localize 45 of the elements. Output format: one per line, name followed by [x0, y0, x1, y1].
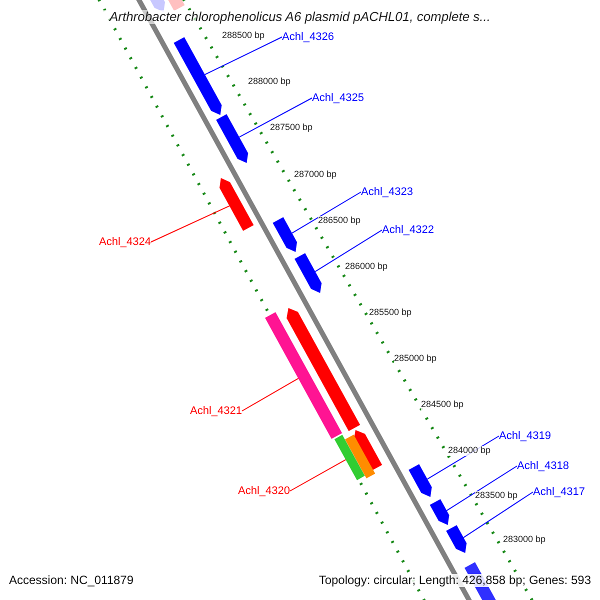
- scale-label: 284000 bp: [448, 446, 491, 456]
- summary-text: Topology: circular; Length: 426,858 bp; Genes: 593: [318, 574, 591, 588]
- gene-label: Achl_4325: [312, 92, 364, 104]
- gene-label: Achl_4319: [499, 430, 551, 442]
- scale-label: 283000 bp: [503, 535, 546, 545]
- gene-label: Achl_4321: [190, 405, 242, 418]
- scale-label: 287000 bp: [294, 170, 337, 180]
- leader-line: [290, 459, 346, 492]
- gene-block: [294, 253, 322, 293]
- gene-block: [334, 434, 365, 480]
- leader-line: [242, 378, 299, 412]
- gene-label: Achl_4320: [238, 485, 290, 498]
- scale-label: 288500 bp: [222, 31, 265, 41]
- scale-label: 285500 bp: [369, 308, 412, 318]
- gene-label: Achl_4324: [99, 236, 151, 248]
- gene-label: Achl_4326: [282, 31, 334, 44]
- leader-line: [204, 36, 282, 76]
- scale-label: 288000 bp: [248, 77, 291, 87]
- leader-line: [314, 230, 382, 272]
- gene-block: [216, 114, 248, 163]
- gene-block: [265, 312, 342, 439]
- gene-label: Achl_4317: [533, 486, 585, 498]
- gene-block: [220, 178, 254, 231]
- gene-block: [408, 464, 432, 497]
- leader-line: [446, 466, 518, 512]
- scale-label: 284500 bp: [421, 400, 464, 410]
- gene-block: [286, 308, 360, 432]
- scale-label: 283500 bp: [475, 491, 518, 501]
- leader-line: [150, 205, 230, 242]
- gene-label: Achl_4318: [517, 460, 569, 472]
- leader-line: [292, 192, 362, 234]
- leader-line: [463, 492, 534, 538]
- scale-label: 286000 bp: [345, 262, 388, 272]
- gene-block: [430, 499, 450, 525]
- leader-line: [238, 98, 312, 138]
- gene-block: [345, 434, 376, 478]
- gene-label: Achl_4322: [382, 224, 434, 236]
- gene-block: [174, 37, 222, 115]
- scale-label: 285000 bp: [394, 354, 437, 364]
- scale-label: 287500 bp: [270, 123, 313, 133]
- accession-text: Accession: NC_011879: [9, 574, 134, 588]
- gene-label: Achl_4323: [361, 186, 413, 198]
- gene-block: [446, 525, 467, 553]
- scale-label: 286500 bp: [318, 216, 361, 226]
- gene-block: [272, 217, 297, 252]
